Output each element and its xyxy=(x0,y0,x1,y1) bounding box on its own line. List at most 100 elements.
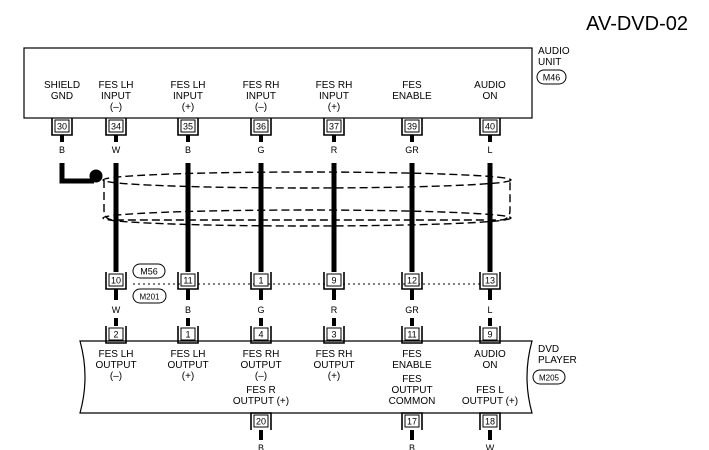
dvd-pin-1: 1 xyxy=(177,326,199,344)
dvd-pin-2-number: 2 xyxy=(113,330,118,340)
audio-pin-37: 37 xyxy=(323,118,345,136)
audio-pin-34-wire-color: W xyxy=(112,145,121,155)
dvd-pin-11-shell xyxy=(401,326,423,344)
dvd-pin-1-label-line2: OUTPUT xyxy=(167,360,208,371)
dvd-pin-11-label-line1: FES xyxy=(402,349,422,360)
junction-pin-1-wire-color: G xyxy=(257,305,264,315)
dvd-pin-4: 4 xyxy=(250,326,272,344)
dvd-extra-pin-17-number: 17 xyxy=(407,417,417,427)
dvd-extra-pin-20-wire-color: B xyxy=(258,443,264,450)
dvd-extra-pin-17-shell xyxy=(401,412,423,430)
junction-pin-10-cell xyxy=(108,273,124,287)
dvd-pin-9-number: 9 xyxy=(487,330,492,340)
audio-pin-39-wire-color: GR xyxy=(405,145,419,155)
dvd-pin-3-label-line3: (+) xyxy=(328,371,341,382)
dvd-extra-pin-18-wire-color: W xyxy=(486,443,495,450)
dvd-player-label-line1: DVD xyxy=(538,344,559,355)
junction-pin-10-wire-color: W xyxy=(112,305,121,315)
audio-unit-connector-id: M46 xyxy=(543,73,561,83)
audio-pin-30: 30 xyxy=(51,118,73,136)
junction-pin-13: 13 xyxy=(479,272,501,290)
dvd-pin-3-label-line2: OUTPUT xyxy=(313,360,354,371)
dvd-extra-pin-17-label-line1: FES xyxy=(402,374,422,385)
audio-pin-37-label-line3: (+) xyxy=(328,102,341,113)
audio-pin-34-label-line1: FES LH xyxy=(98,80,133,91)
audio-pin-34-cell xyxy=(108,119,124,133)
junction-pin-11-number: 11 xyxy=(183,276,192,286)
junction-pin-1-number: 1 xyxy=(258,276,263,286)
junction-pin-9-wire-color: R xyxy=(331,305,338,315)
dvd-player-connector-badge xyxy=(532,369,566,385)
audio-unit-box xyxy=(23,47,533,119)
dvd-pin-9-cell xyxy=(482,327,498,341)
audio-pin-40: 40 xyxy=(479,118,501,136)
audio-unit-connector-badge xyxy=(536,69,567,85)
shield-top-ellipse xyxy=(102,171,512,189)
junction-pin-13-number: 13 xyxy=(485,276,495,286)
dvd-pin-3: 3 xyxy=(323,326,345,344)
dvd-pin-1-label-line3: (+) xyxy=(182,371,195,382)
audio-pin-34-number: 34 xyxy=(111,122,121,132)
dvd-pin-11-label-line2: ENABLE xyxy=(392,360,432,371)
audio-pin-39-cell xyxy=(404,119,420,133)
audio-unit-label-line1: AUDIO xyxy=(538,46,570,57)
dvd-pin-2-cell xyxy=(108,327,124,341)
dvd-pin-9: 9 xyxy=(479,326,501,344)
main-wires xyxy=(113,163,493,272)
dvd-pin-1-cell xyxy=(180,327,196,341)
dvd-pin-2-label-line1: FES LH xyxy=(98,349,133,360)
audio-pin-35-label-line2: INPUT xyxy=(173,91,203,102)
junction-pin-9-number: 9 xyxy=(331,276,336,286)
dvd-pin-3-shell xyxy=(323,326,345,344)
audio-pin-39-label-line2: ENABLE xyxy=(392,91,432,102)
dvd-extra-pin-20-number: 20 xyxy=(256,417,266,427)
audio-pin-30-cell xyxy=(54,119,70,133)
dvd-extra-pin-18-label-line1: FES L xyxy=(476,385,504,396)
audio-pin-34: 34 xyxy=(105,118,127,136)
junction-connector-top-badge xyxy=(132,263,166,279)
audio-pin-37-cell xyxy=(326,119,342,133)
junction-connector-bottom-id: M201 xyxy=(139,293,160,302)
dvd-extra-pin-18-shell xyxy=(479,412,501,430)
dvd-player-box xyxy=(79,340,533,414)
audio-pin-37-number: 37 xyxy=(329,122,339,132)
dvd-extra-pin-20-cell xyxy=(253,414,269,428)
dvd-extra-pin-17-cell xyxy=(404,414,420,428)
junction-pin-10: 10 xyxy=(105,272,127,290)
dvd-extra-pin-18-number: 18 xyxy=(485,417,495,427)
junction-pin-12-cell xyxy=(404,273,420,287)
dvd-pin-3-number: 3 xyxy=(331,330,336,340)
audio-pin-40-cell xyxy=(482,119,498,133)
junction-pin-1: 1 xyxy=(250,272,272,290)
audio-pin-36-number: 36 xyxy=(256,122,266,132)
dvd-pin-1-shell xyxy=(177,326,199,344)
audio-pin-36-wire-color: G xyxy=(257,145,264,155)
dvd-pin-4-cell xyxy=(253,327,269,341)
dvd-pin-9-label-line2: ON xyxy=(483,360,498,371)
dvd-pin-11: 11 xyxy=(401,326,423,344)
audio-pin-30-wire-color: B xyxy=(59,145,65,155)
audio-pin-30-label-line2: GND xyxy=(51,91,73,102)
dvd-pin-9-shell xyxy=(479,326,501,344)
dvd-pin-2-label-line3: (–) xyxy=(110,371,122,382)
audio-pin-36-cell xyxy=(253,119,269,133)
audio-pin-36-label-line3: (–) xyxy=(255,102,267,113)
audio-pin-40-label-line2: ON xyxy=(483,91,498,102)
dvd-pin-9-label-line1: AUDIO xyxy=(474,349,506,360)
dvd-pin-4-number: 4 xyxy=(258,330,263,340)
dvd-pin-4-label-line1: FES RH xyxy=(243,349,280,360)
shield-bottom-ellipse xyxy=(102,209,512,227)
junction-connector-bottom-badge xyxy=(132,288,167,304)
dvd-extra-pin-20-label-line2: OUTPUT (+) xyxy=(233,396,289,407)
dvd-player-connector-id: M205 xyxy=(539,374,560,383)
junction-pin-12-number: 12 xyxy=(407,276,417,286)
dvd-extra-pin-17-label-line3: COMMON xyxy=(389,396,436,407)
dvd-pin-11-cell xyxy=(404,327,420,341)
diagram-id: AV-DVD-02 xyxy=(586,13,688,35)
dvd-extra-pin-20-label-line1: FES R xyxy=(246,385,275,396)
dvd-pin-11-number: 11 xyxy=(407,330,416,340)
dvd-pin-4-label-line2: OUTPUT xyxy=(240,360,281,371)
audio-pin-39-label-line1: FES xyxy=(402,80,422,91)
